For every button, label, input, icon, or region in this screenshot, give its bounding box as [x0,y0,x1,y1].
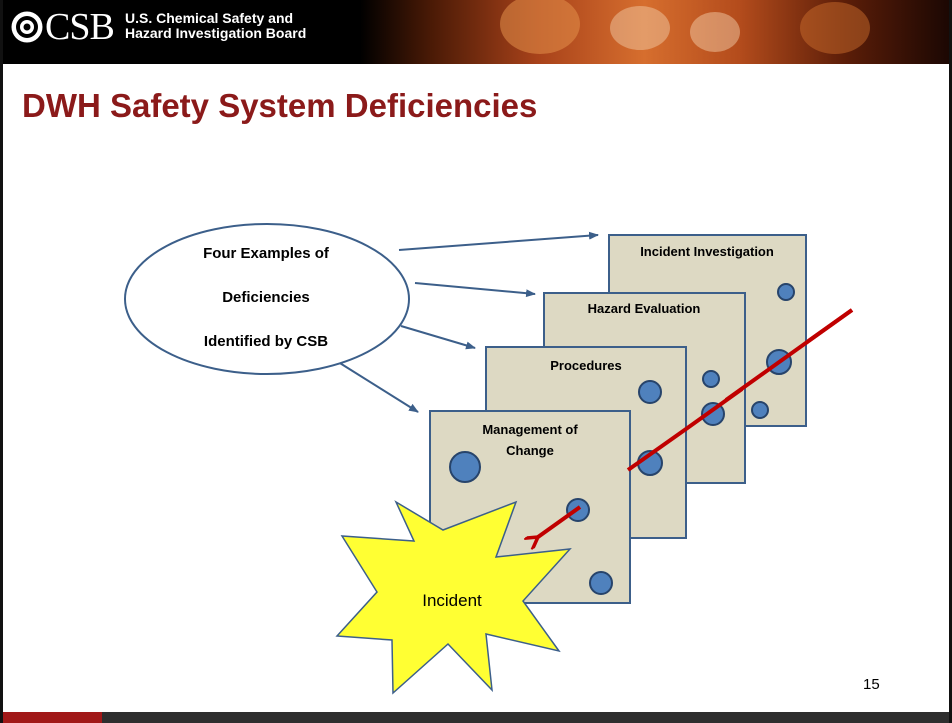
hazard-trajectory-segment [626,427,688,472]
csb-seal-icon [11,11,43,43]
arrow-to-management-of-change [334,359,419,413]
hole [449,451,481,483]
hazard-trajectory-segment [684,387,744,431]
deficiencies-ellipse: Four Examples of Deficiencies Identified… [124,223,410,375]
arrow-to-hazard-evaluation [414,282,536,298]
header-banner: CSB U.S. Chemical Safety and Hazard Inve… [0,0,952,64]
layer-label-management-of-change-line-1: Management of [482,422,578,437]
hole [751,401,769,419]
hole [638,380,662,404]
hole [777,283,795,301]
organization-name: U.S. Chemical Safety and Hazard Investig… [125,10,307,41]
layer-label-hazard-evaluation: Hazard Evaluation [588,301,701,316]
incident-starburst: Incident [335,500,572,695]
hole [701,402,725,426]
layer-label-management-of-change-line-2: Change [506,443,554,458]
hazard-trajectory-segment [724,308,854,402]
layer-label-incident-investigation: Incident Investigation [640,244,774,259]
ellipse-line-2: Deficiencies [222,289,310,306]
ellipse-line-1: Four Examples of [203,245,330,262]
header-photo [360,0,952,64]
footer-accent [0,712,102,723]
page-number: 15 [863,676,880,693]
arrow-to-incident-investigation [398,231,599,251]
footer-bar [0,712,952,723]
ellipse-line-3: Identified by CSB [204,333,328,350]
hole [589,571,613,595]
hazard-arrow [538,505,582,537]
layer-label-procedures: Procedures [550,358,622,373]
arrow-to-procedures [400,325,476,350]
incident-label: Incident [422,591,482,610]
csb-logo-text: CSB [45,6,115,48]
slide-title: DWH Safety System Deficiencies [22,87,538,124]
hole [702,370,720,388]
